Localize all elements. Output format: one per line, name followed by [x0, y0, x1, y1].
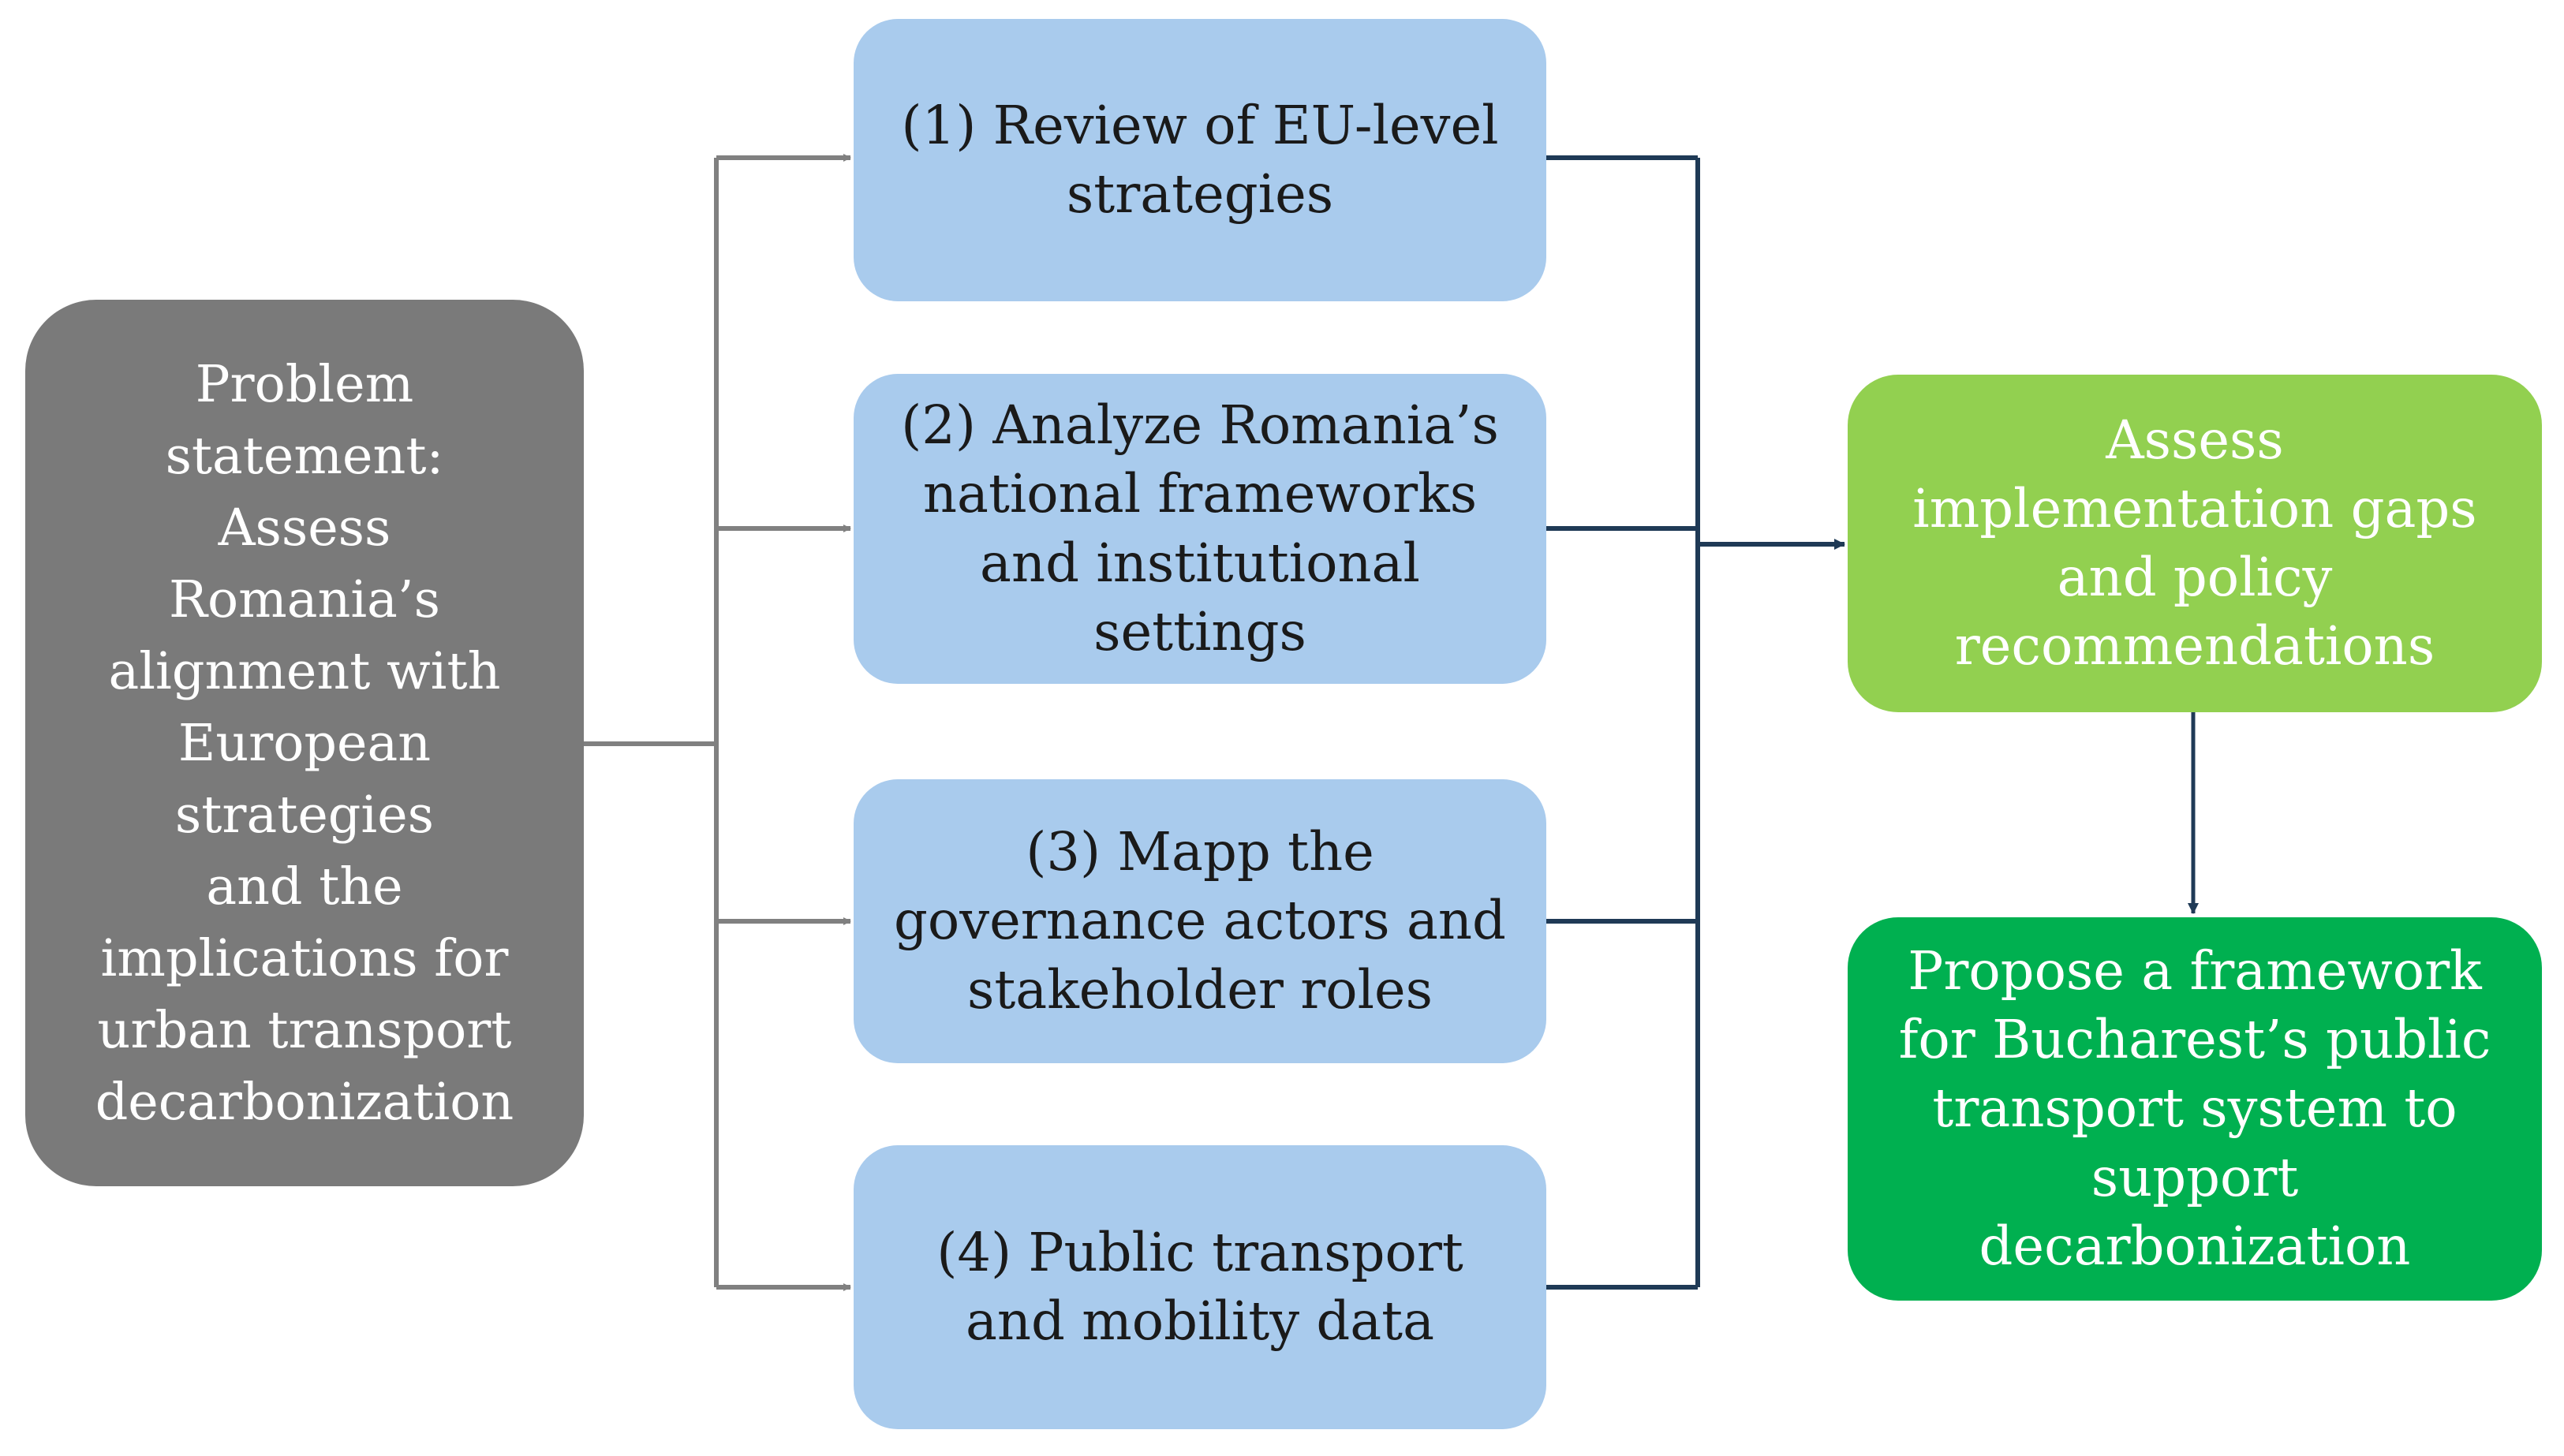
- propose-framework-label: Propose a framework for Bucharest’s publ…: [1898, 940, 2491, 1277]
- assess-gaps-label: Assess implementation gaps and policy re…: [1912, 409, 2477, 678]
- step-4-box: (4) Public transport and mobility data: [854, 1145, 1546, 1429]
- step-1-label: (1) Review of EU-level strategies: [901, 94, 1499, 225]
- problem-statement-box: Problem statement: Assess Romania’s alig…: [25, 300, 584, 1186]
- propose-framework-box: Propose a framework for Bucharest’s publ…: [1848, 917, 2542, 1301]
- fan-in-connector: [1546, 155, 1845, 1290]
- step-1-box: (1) Review of EU-level strategies: [854, 19, 1546, 301]
- step-2-box: (2) Analyze Romania’s national framework…: [854, 374, 1546, 684]
- step-3-label: (3) Mapp the governance actors and stake…: [894, 821, 1506, 1021]
- assess-gaps-box: Assess implementation gaps and policy re…: [1848, 375, 2542, 712]
- problem-statement-text: Problem statement: Assess Romania’s alig…: [95, 354, 514, 1132]
- step-3-box: (3) Mapp the governance actors and stake…: [854, 779, 1546, 1063]
- step-4-label: (4) Public transport and mobility data: [936, 1221, 1463, 1352]
- step-2-label: (2) Analyze Romania’s national framework…: [901, 394, 1499, 663]
- fan-out-connector: [584, 154, 851, 1291]
